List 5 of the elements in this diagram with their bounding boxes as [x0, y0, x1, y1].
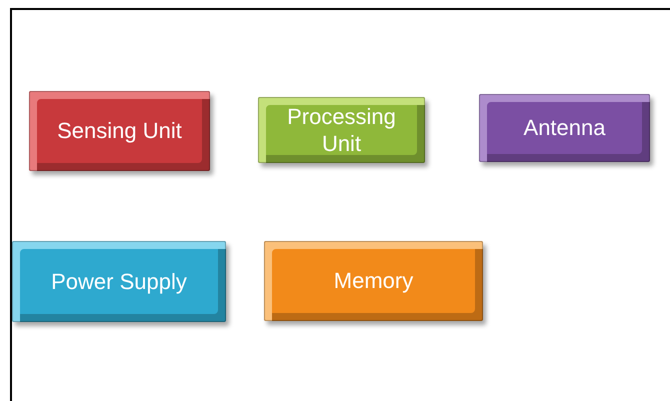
process-box: Processing Unit	[258, 97, 425, 163]
process-box: Memory	[264, 241, 483, 321]
process-box: Antenna	[479, 94, 650, 162]
process-box: Sensing Unit	[29, 91, 210, 171]
process-box: Power Supply	[12, 241, 226, 322]
